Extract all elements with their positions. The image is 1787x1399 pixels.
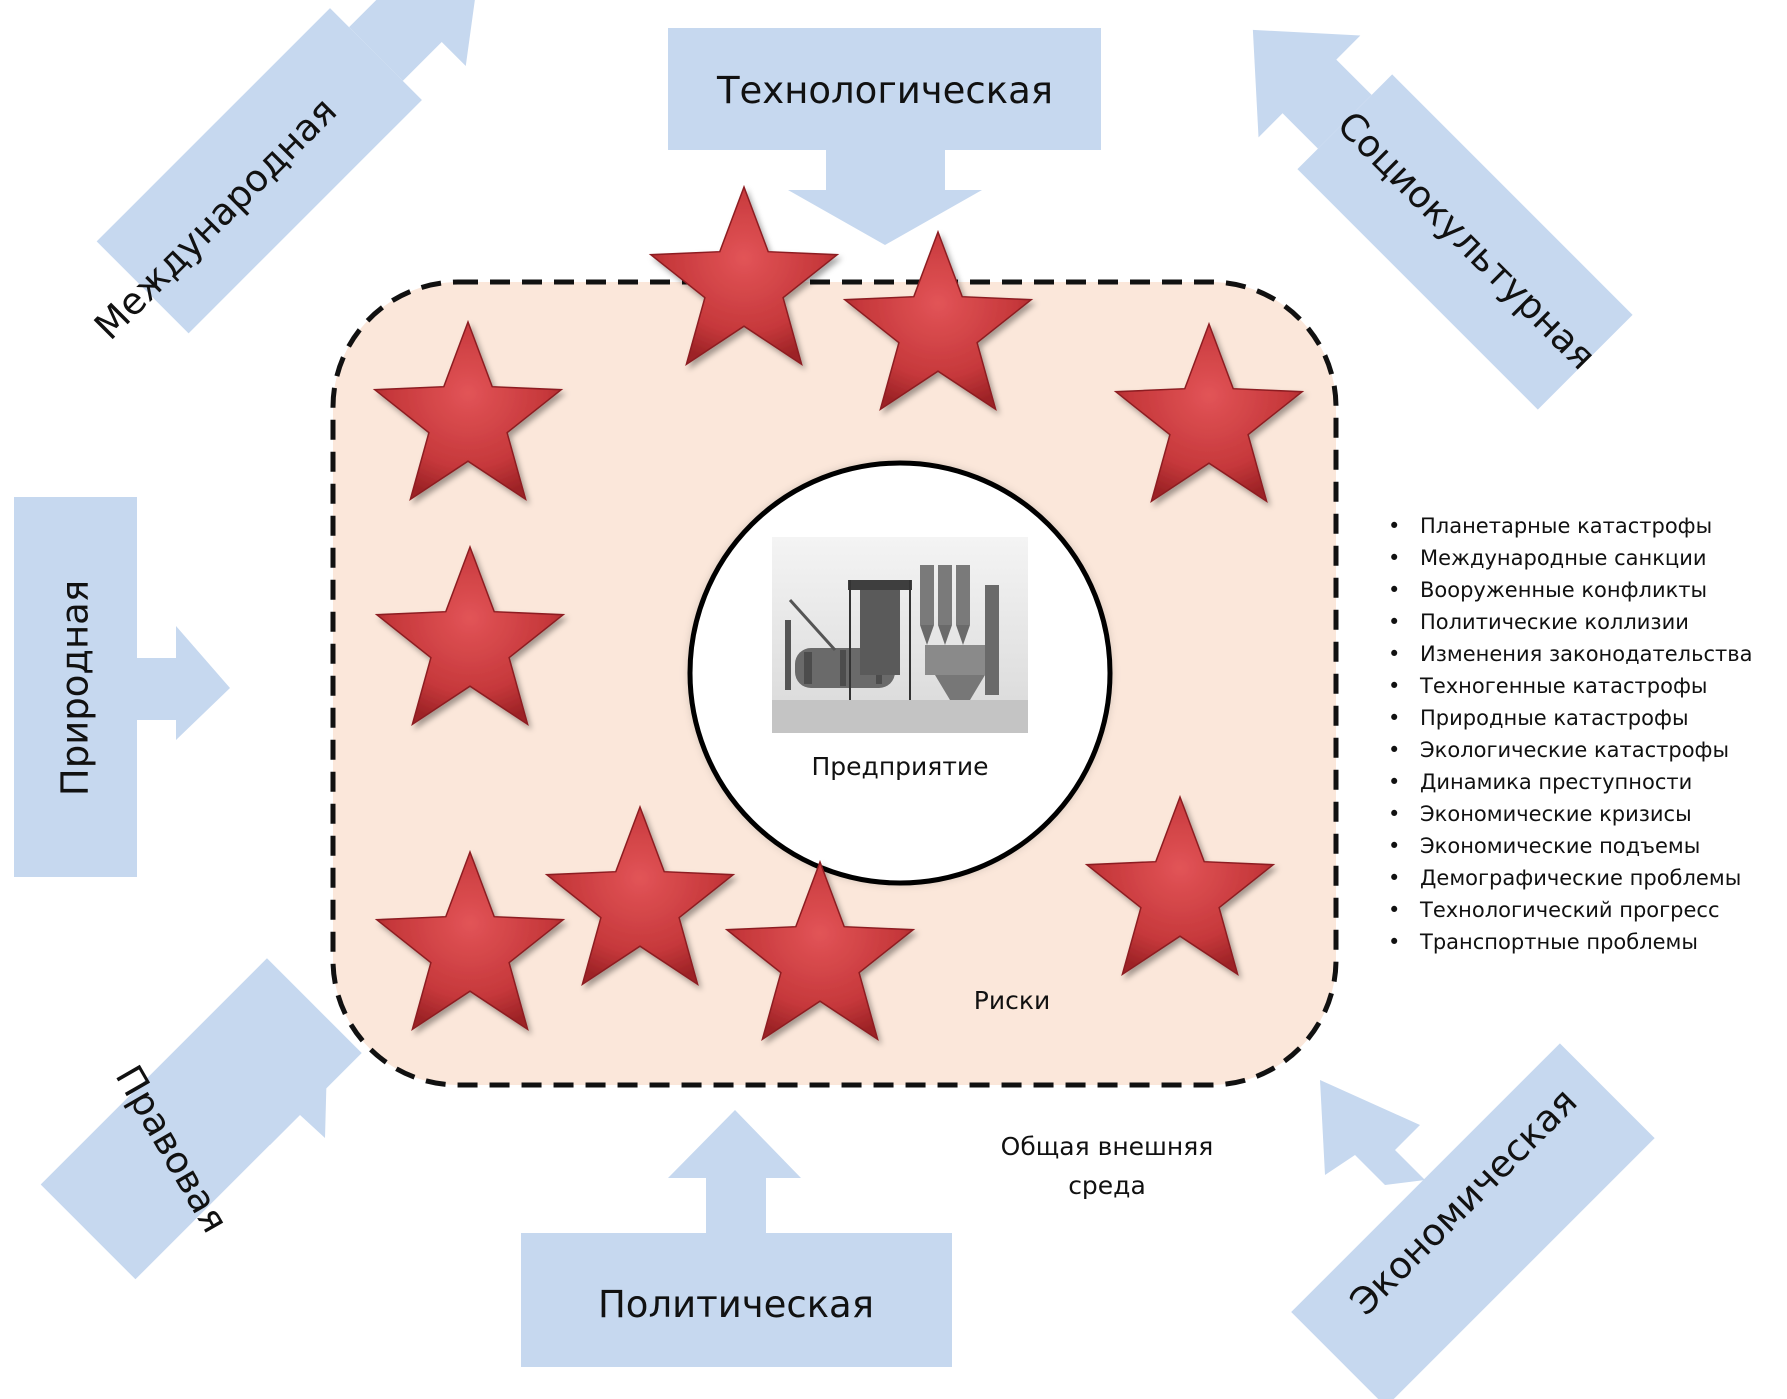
star-icon xyxy=(1113,321,1305,504)
arrow-political xyxy=(521,1110,952,1367)
star-icon xyxy=(724,859,916,1042)
risk-list-item: Природные катастрофы xyxy=(1380,702,1752,734)
label-natural: Природная xyxy=(54,580,97,796)
risk-list-item: Транспортные проблемы xyxy=(1380,926,1752,958)
star-icon xyxy=(374,849,566,1032)
star-icon xyxy=(1084,794,1276,977)
arrow-economic-head xyxy=(1320,1080,1425,1185)
star-icon xyxy=(648,184,840,367)
risk-list-item: Демографические проблемы xyxy=(1380,862,1752,894)
risk-list-item: Экономические кризисы xyxy=(1380,798,1752,830)
risk-list-item: Экономические подъемы xyxy=(1380,830,1752,862)
risk-list-item: Экологические катастрофы xyxy=(1380,734,1752,766)
label-political: Политическая xyxy=(598,1283,874,1326)
risk-list-item: Технологический прогресс xyxy=(1380,894,1752,926)
arrow-international xyxy=(96,0,483,334)
risk-list-item: Политические коллизии xyxy=(1380,606,1752,638)
industrial-plant-image xyxy=(772,537,1028,733)
enterprise-label: Предприятие xyxy=(811,752,988,781)
risk-list-item: Динамика преступности xyxy=(1380,766,1752,798)
label-technological: Технологическая xyxy=(716,69,1053,112)
star-icon xyxy=(544,804,736,987)
risk-list-item: Международные санкции xyxy=(1380,542,1752,574)
risks-label: Риски xyxy=(974,986,1050,1015)
risk-list: Планетарные катастрофыМеждународные санк… xyxy=(1380,510,1752,958)
risk-list-item: Планетарные катастрофы xyxy=(1380,510,1752,542)
outer-env-label-line2: среда xyxy=(1068,1171,1146,1200)
arrow-economic xyxy=(1291,1043,1655,1399)
star-icon xyxy=(374,544,566,727)
star-icon xyxy=(842,229,1034,412)
risk-list-item: Техногенные катастрофы xyxy=(1380,670,1752,702)
risk-list-item: Изменения законодательства xyxy=(1380,638,1752,670)
risk-stars xyxy=(372,184,1305,1042)
risk-list-item: Вооруженные конфликты xyxy=(1380,574,1752,606)
arrow-legal-head xyxy=(208,1020,328,1145)
arrow-natural xyxy=(14,497,230,877)
outer-env-label-line1: Общая внешняя xyxy=(1001,1132,1214,1161)
arrow-sociocultural xyxy=(1252,29,1633,410)
star-icon xyxy=(372,319,564,502)
arrow-technological xyxy=(668,28,1101,245)
